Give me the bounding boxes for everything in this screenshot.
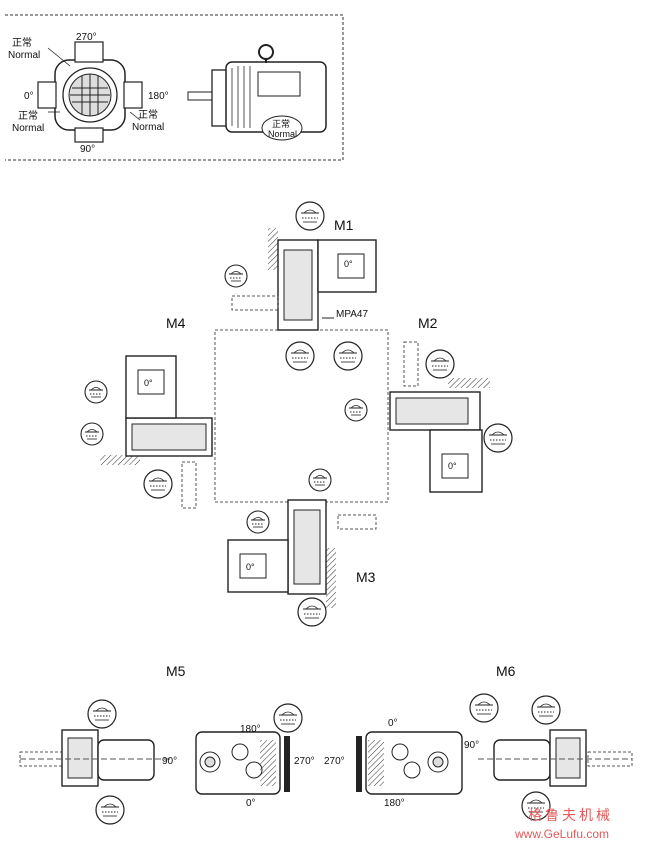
inset-normal-cn-right: 正常: [138, 108, 158, 121]
label-m6: M6: [496, 663, 516, 679]
motor-side-view: [187, 44, 327, 141]
side-normal-cn: 正常: [272, 118, 290, 129]
inset-angle-270: 270°: [76, 32, 97, 43]
inset-normal-en-right: Normal: [132, 122, 164, 133]
m1-motor-angle: 0°: [344, 259, 353, 269]
watermark-url: www.GeLufu.com: [514, 827, 609, 841]
label-m2: M2: [418, 315, 438, 331]
label-mpa47: MPA47: [336, 309, 368, 320]
m5-angle-270: 270°: [294, 756, 315, 767]
m5-angle-0: 0°: [246, 798, 256, 809]
inset-angle-180: 180°: [148, 91, 169, 102]
m4-motor-angle: 0°: [144, 378, 153, 388]
m3-motor-angle: 0°: [246, 562, 255, 572]
label-m4: M4: [166, 315, 186, 331]
label-m1: M1: [334, 217, 354, 233]
position-m1: [224, 201, 377, 371]
inset-angle-0: 0°: [24, 91, 34, 102]
m6-angle-270: 270°: [324, 756, 345, 767]
m5-angle-90: 90°: [162, 756, 177, 767]
position-m3: [227, 468, 377, 627]
label-m3: M3: [356, 569, 376, 585]
m6-angle-0: 0°: [388, 718, 398, 729]
watermark-cn: 格鲁夫机械: [528, 808, 613, 824]
m6-angle-90: 90°: [464, 740, 479, 751]
label-m5: M5: [166, 663, 186, 679]
motor-end-view: [37, 41, 143, 143]
inset-normal-cn-left: 正常: [18, 109, 38, 122]
position-m4: [80, 355, 213, 509]
side-normal-en: Normal: [268, 129, 297, 139]
inset-normal-cn-top: 正常: [12, 36, 32, 49]
position-m6: [356, 693, 633, 821]
inset-angle-90: 90°: [80, 144, 95, 155]
position-m5: [19, 699, 303, 825]
position-m2: [344, 341, 513, 493]
m6-angle-180: 180°: [384, 798, 405, 809]
terminal-box-inset: 正常 Normal 270° 180° 0° 90° 正常 Normal 正常 …: [5, 14, 344, 161]
inset-normal-en-left: Normal: [12, 123, 44, 134]
m2-motor-angle: 0°: [448, 461, 457, 471]
inset-normal-en-top: Normal: [8, 50, 40, 61]
m5-angle-180: 180°: [240, 724, 261, 735]
